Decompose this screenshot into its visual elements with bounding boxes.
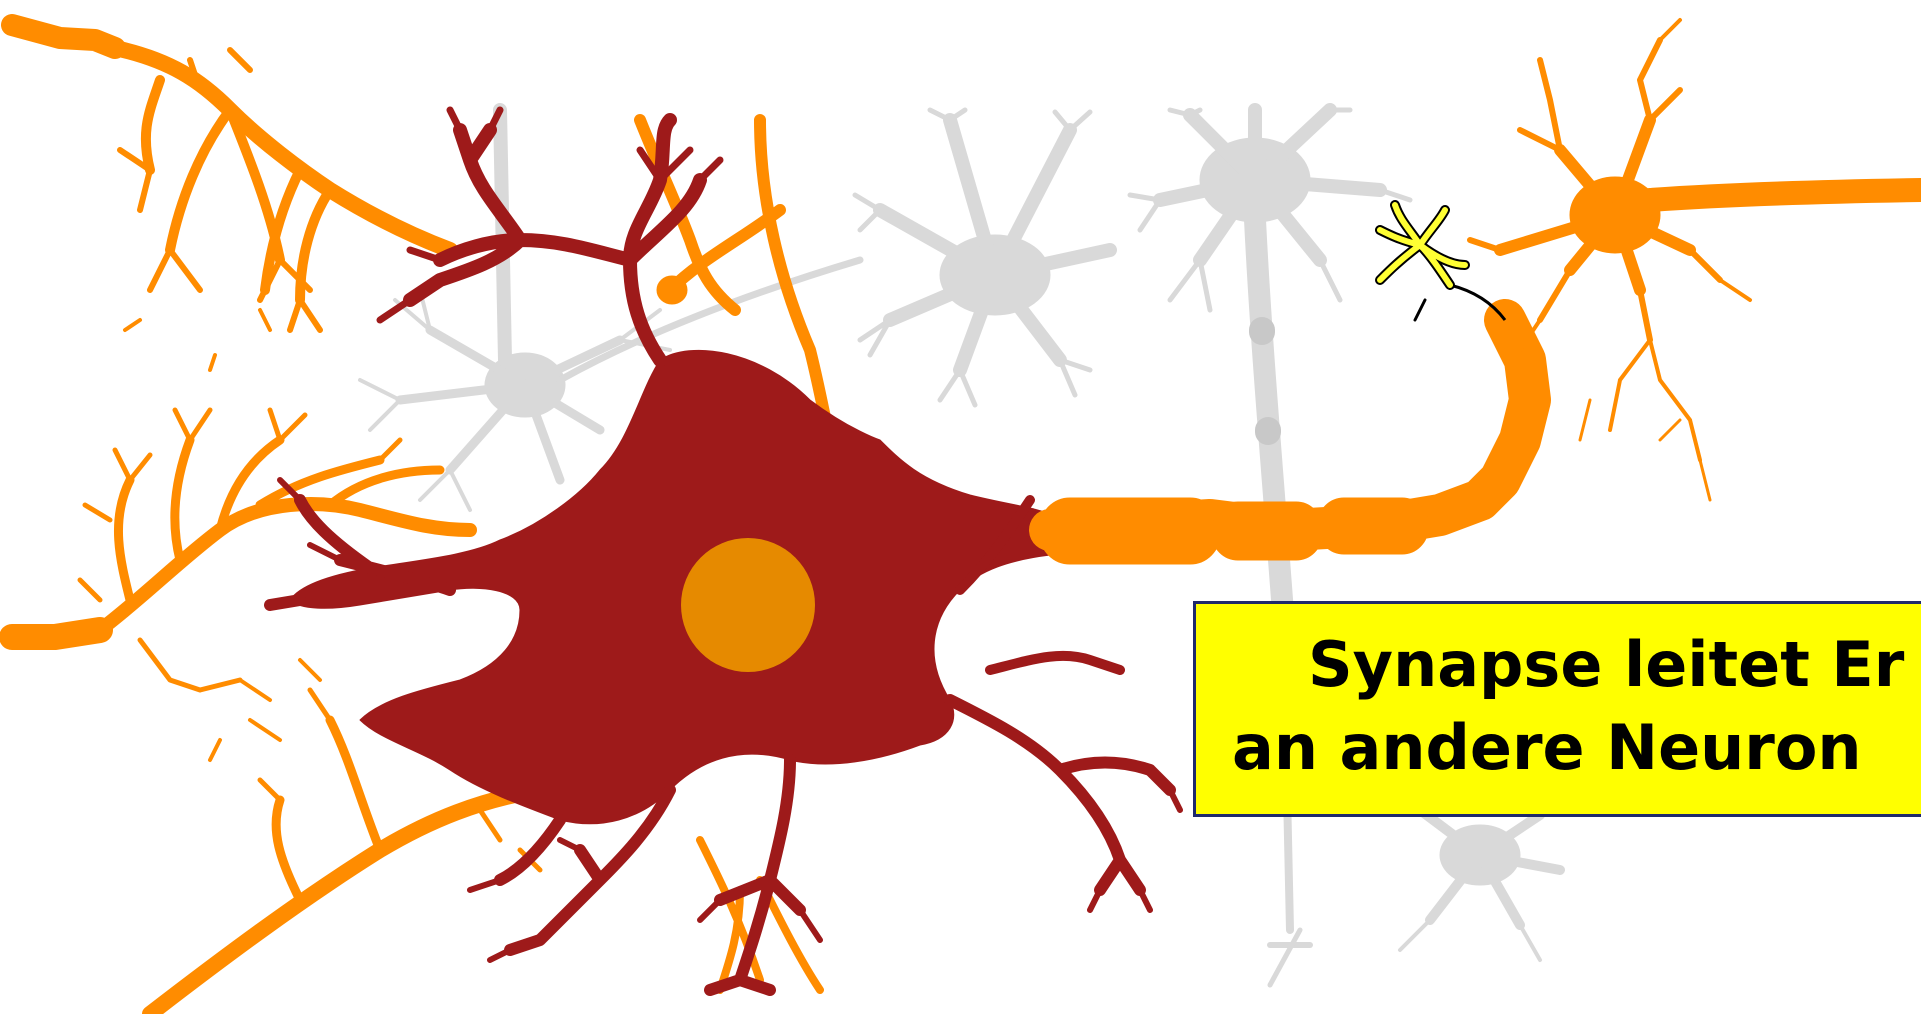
callout-line-2: an andere Neuron [1232,717,1862,779]
grey-neuron-middle [855,110,1110,405]
callout-line-1: Synapse leitet Er [1308,634,1904,696]
main-neuron-nucleus [681,538,815,672]
main-neuron-soma [290,350,1050,823]
synapse-callout-box: Synapse leitet Er an andere Neuron [1193,601,1921,817]
synapse-terminal [1380,205,1465,320]
main-axon [1040,320,1530,564]
